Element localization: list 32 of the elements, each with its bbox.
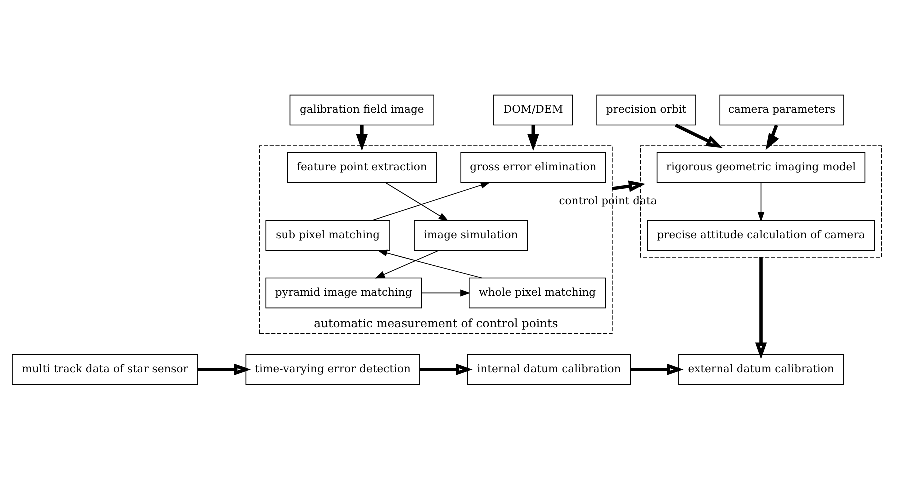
- node-box: external datum calibration: [678, 354, 844, 385]
- node-box: pyramid image matching: [266, 277, 422, 308]
- node-box: whole pixel matching: [469, 277, 606, 308]
- node-box: rigorous geometric imaging model: [656, 152, 866, 183]
- node-box: image simulation: [414, 220, 528, 251]
- arrow: [675, 123, 723, 148]
- arrow: [528, 124, 540, 151]
- node-box: galibration field image: [290, 94, 434, 126]
- arrow: [198, 363, 252, 376]
- arrow: [378, 249, 483, 278]
- arrow: [371, 182, 491, 221]
- arrow: [612, 180, 646, 192]
- node-box: time-varying error detection: [246, 354, 420, 385]
- node-box: camera parameters: [720, 94, 844, 126]
- edge-label: control point data: [559, 194, 658, 208]
- arrow: [755, 256, 768, 359]
- node-box: internal datum calibration: [467, 354, 632, 385]
- arrow: [630, 363, 684, 376]
- node-box: feature point extraction: [287, 152, 437, 183]
- arrow: [420, 363, 473, 376]
- node-box: precision orbit: [596, 94, 696, 126]
- arrow: [766, 124, 780, 150]
- node-box: sub pixel matching: [266, 220, 390, 251]
- arrow: [385, 182, 449, 221]
- node-box: gross error elimination: [460, 152, 606, 183]
- node-box: multi track data of star sensor: [12, 354, 198, 385]
- arrow: [375, 250, 440, 278]
- arrow: [758, 182, 765, 222]
- node-box: DOM/DEM: [494, 94, 574, 126]
- arrow: [421, 289, 471, 296]
- node-box: precise attitude calculation of camera: [647, 220, 876, 251]
- arrow: [356, 124, 368, 151]
